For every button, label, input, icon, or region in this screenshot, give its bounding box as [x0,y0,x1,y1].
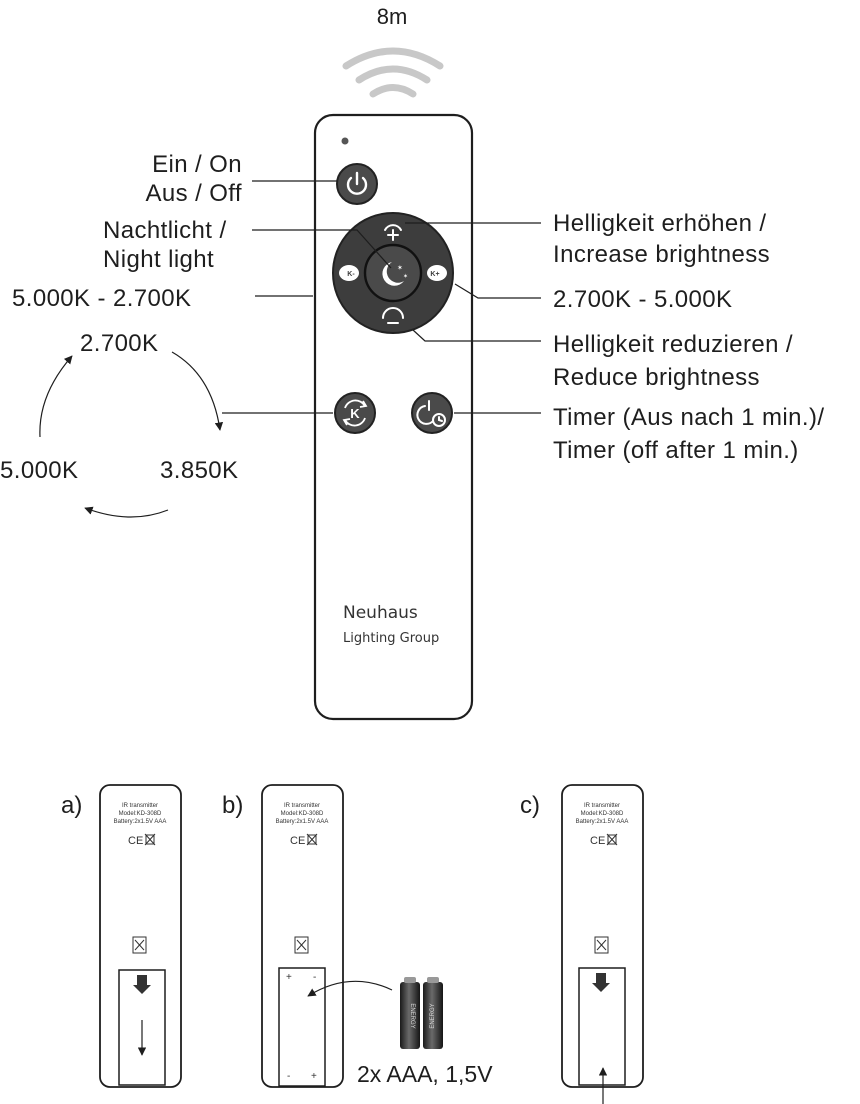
back-c-ce-mark: CE [590,835,605,847]
brightness-down-label-en: Reduce brightness [553,364,760,391]
back-b-plus-top: + [286,972,292,983]
plus-sun-icon [384,224,402,241]
back-a-weee-icon [144,833,156,846]
cycle-temp-3: 5.000K [0,457,78,484]
power-icon [346,171,368,195]
step-b-label: b) [222,792,243,819]
night-light-button[interactable] [363,243,423,303]
back-a-bin-icon [132,936,147,954]
back-b-ce-mark: CE [290,835,305,847]
step-a-label: a) [61,792,82,819]
back-a-line1: IR transmitter [122,803,158,809]
cycle-icon [342,399,368,427]
brightness-down-button[interactable] [382,307,404,324]
cycle-temp-2: 3.850K [160,457,238,484]
k-minus-text: K- [347,271,355,278]
step-c-label: c) [520,792,540,819]
remote-back-b: IR transmitter Model:KD-308D Battery:2x1… [261,784,344,1088]
remote-back-a: IR transmitter Model:KD-308D Battery:2x1… [99,784,182,1088]
back-b-line3: Battery:2x1.5V AAA [276,819,329,825]
battery-insert-arrow [307,980,393,997]
timer-icon [416,400,446,427]
back-b-bin-icon [294,936,309,954]
back-b-minus-top: - [313,972,316,983]
brightness-up-button[interactable] [384,224,402,241]
back-c-line1: IR transmitter [584,803,620,809]
timer-button[interactable] [411,392,453,434]
back-b-plus-bottom: + [311,1071,317,1082]
color-temp-down-label: 5.000K - 2.700K [12,285,191,312]
back-c-line3: Battery:2x1.5V AAA [576,819,629,825]
battery-caption: 2x AAA, 1,5V [357,1061,493,1087]
night-light-label-en: Night light [103,246,214,273]
battery-1-print: ENERGY [409,1003,415,1028]
back-a-ce-mark: CE [128,835,143,847]
power-label-de: Ein / On [152,151,242,178]
battery-pair-icon: ENERGY ENERGY [400,977,443,1049]
back-c-bin-icon [594,936,609,954]
color-temp-down-button[interactable]: K- [339,265,359,281]
minus-sun-icon [382,307,404,324]
cycle-temp-1: 2.700K [80,330,158,357]
power-button[interactable] [336,163,378,205]
moon-star-icon: ✶ ✶ [382,262,408,286]
svg-text:✶: ✶ [397,264,403,272]
power-label-en: Aus / Off [145,180,242,207]
brand-name: Neuhaus [343,603,418,623]
back-a-line2: Model:KD-308D [119,811,162,817]
color-temp-up-label: 2.700K - 5.000K [553,286,732,313]
brightness-up-label-en: Increase brightness [553,241,770,268]
ir-led-indicator [341,137,349,145]
svg-text:✶: ✶ [403,273,408,280]
back-c-push-icon [592,973,610,992]
battery-2-print: ENERGY [430,1003,436,1028]
timer-label-en: Timer (off after 1 min.) [553,437,799,464]
back-c-weee-icon [606,833,618,846]
remote-back-c: IR transmitter Model:KD-308D Battery:2x1… [561,784,644,1088]
night-light-label-de: Nachtlicht / [103,217,227,244]
color-temp-up-button[interactable]: K+ [427,265,447,281]
range-label: 8m [377,4,408,29]
brightness-down-label-de: Helligkeit reduzieren / [553,331,793,358]
back-c-line2: Model:KD-308D [581,811,624,817]
back-b-line2: Model:KD-308D [281,811,324,817]
color-cycle-button[interactable]: K [334,392,376,434]
brightness-up-label-de: Helligkeit erhöhen / [553,210,766,237]
k-plus-text: K+ [430,271,439,278]
back-b-line1: IR transmitter [284,803,320,809]
leader-lines [222,180,541,414]
back-a-push-icon [133,975,151,994]
back-a-line3: Battery:2x1.5V AAA [114,819,167,825]
back-b-minus-bottom: - [287,1071,290,1082]
back-b-battery-bay [278,967,326,1087]
ir-signal-icon [342,47,444,98]
timer-label-de: Timer (Aus nach 1 min.)/ [553,404,824,431]
back-b-weee-icon [306,833,318,846]
brand-subtitle: Lighting Group [343,631,439,646]
k-cycle-text: K [350,406,360,421]
cycle-arrows [39,351,224,518]
